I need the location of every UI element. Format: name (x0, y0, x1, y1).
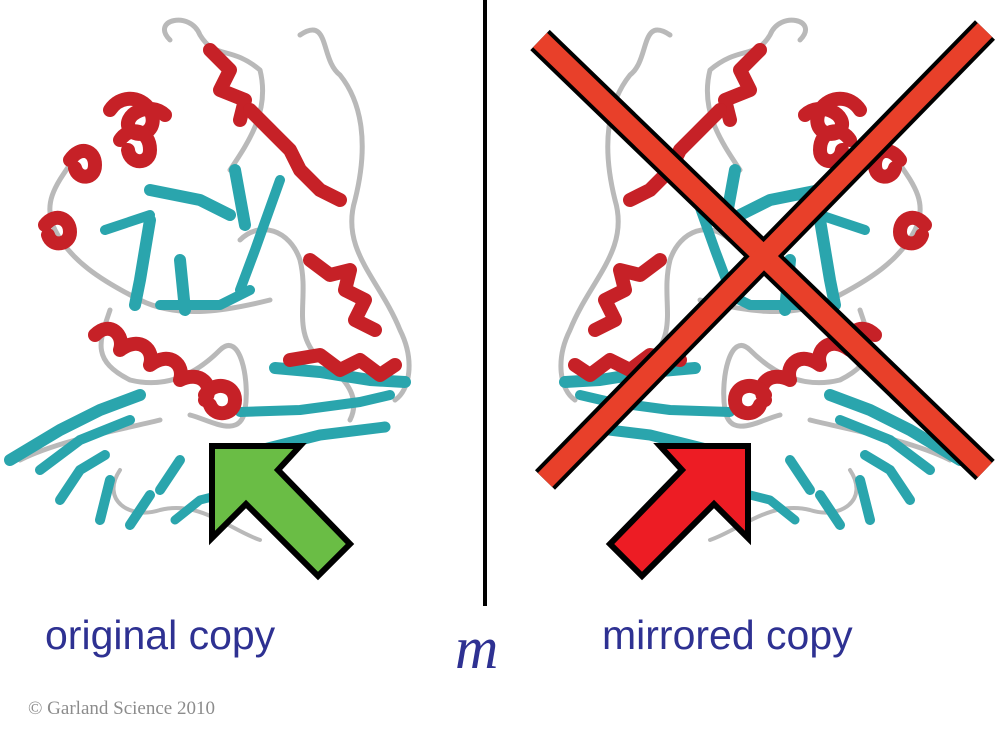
mirrored-copy-label: mirrored copy (602, 612, 853, 658)
mirror-plane-divider (483, 0, 487, 606)
protein-ribbon-original (4, 17, 412, 581)
copyright-notice: © Garland Science 2010 (28, 698, 215, 719)
correct-arrow-icon (209, 443, 355, 581)
wrong-arrow-icon (605, 443, 751, 581)
mirror-symbol: m (455, 615, 499, 681)
mirrored-protein-panel (500, 0, 1000, 600)
protein-ribbon-mirrored (530, 17, 996, 581)
original-copy-label: original copy (45, 612, 276, 658)
original-protein-panel (0, 0, 470, 600)
cross-out-icon (530, 20, 996, 490)
